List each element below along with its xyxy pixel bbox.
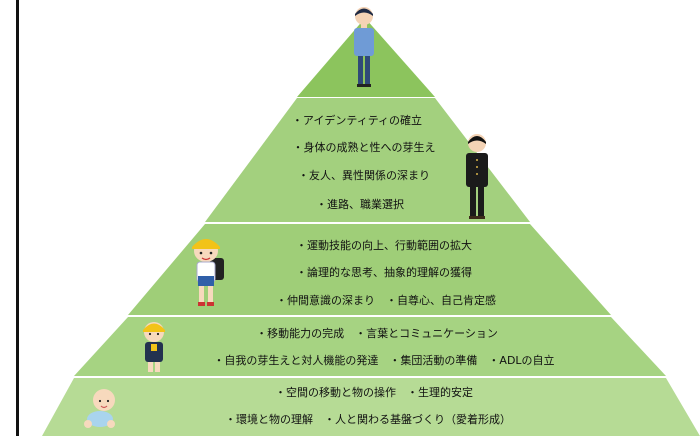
schoolchild-figure-icon [192, 239, 224, 306]
baby-figure-icon [84, 389, 115, 428]
tier-infancy-line-2: ・環境と物の理解 ・人と関わる基盤づくり（愛着形成） [225, 413, 511, 426]
tier-school-age-band [128, 224, 611, 315]
adult-figure-icon [354, 7, 374, 87]
tier-adolescence-band [205, 98, 530, 222]
tier-early-childhood-band [74, 317, 666, 376]
tier-school-age-line-3: ・仲間意識の深まり ・自尊心、自己肯定感 [276, 294, 496, 307]
tier-adolescence-line-3: ・友人、異性関係の深まり [298, 169, 430, 182]
tier-adolescence-line-1: ・アイデンティティの確立 [291, 114, 423, 127]
tier-infancy-line-1: ・空間の移動と物の操作 ・生理的安定 [275, 386, 473, 399]
tier-adolescence-line-2: ・身体の成熟と性への芽生え [292, 141, 436, 154]
tier-early-childhood-line-1: ・移動能力の完成 ・言葉とコミュニケーション [256, 327, 498, 340]
tier-adolescence-line-4: ・進路、職業選択 [316, 198, 404, 211]
tier-school-age-line-2: ・論理的な思考、抽象的理解の獲得 [296, 266, 472, 279]
tier-early-childhood-line-2: ・自我の芽生えと対人機能の発達 ・集団活動の準備 ・ADLの自立 [213, 354, 555, 367]
preschooler-figure-icon [143, 322, 165, 372]
tier-infancy-band [42, 378, 700, 436]
tier-school-age-line-1: ・運動技能の向上、行動範囲の拡大 [296, 239, 472, 252]
left-border [16, 0, 19, 436]
student-figure-icon [466, 134, 488, 219]
